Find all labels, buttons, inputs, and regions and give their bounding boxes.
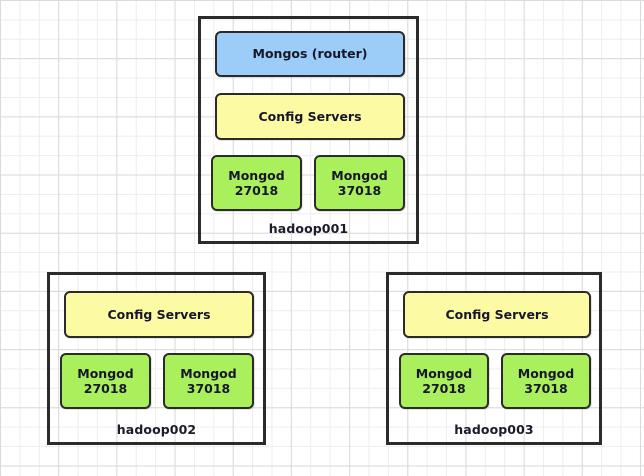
component-label: Mongod (517, 365, 575, 381)
host-container-hadoop003[interactable]: Config Servers Mongod 27018 Mongod 37018… (386, 272, 602, 445)
component-port: 37018 (186, 381, 231, 396)
component-port: 27018 (83, 381, 128, 396)
component-config-servers-hadoop001[interactable]: Config Servers (215, 93, 405, 140)
component-config-servers-hadoop002[interactable]: Config Servers (64, 291, 254, 338)
host-container-hadoop002[interactable]: Config Servers Mongod 27018 Mongod 37018… (47, 272, 266, 445)
component-label: Mongod (415, 365, 473, 381)
component-label: Mongod (331, 167, 388, 183)
component-port: 37018 (524, 381, 568, 396)
component-port: 27018 (422, 381, 466, 396)
component-mongod-37018-hadoop003[interactable]: Mongod 37018 (501, 353, 591, 409)
component-label: Mongod (180, 365, 237, 381)
component-label: Config Servers (258, 108, 362, 124)
host-container-hadoop001[interactable]: Mongos (router) Config Servers Mongod 27… (198, 16, 419, 244)
component-mongos-router-hadoop001[interactable]: Mongos (router) (215, 31, 405, 77)
component-label: Mongod (77, 365, 134, 381)
component-label: Config Servers (107, 306, 211, 322)
component-mongod-27018-hadoop002[interactable]: Mongod 27018 (60, 353, 151, 409)
component-mongod-37018-hadoop001[interactable]: Mongod 37018 (314, 155, 405, 211)
component-label: Config Servers (445, 306, 549, 322)
component-port: 27018 (234, 183, 279, 198)
host-label-hadoop001: hadoop001 (268, 221, 349, 236)
component-port: 37018 (337, 183, 382, 198)
component-config-servers-hadoop003[interactable]: Config Servers (403, 291, 591, 338)
component-label: Mongos (router) (252, 46, 368, 62)
component-mongod-27018-hadoop001[interactable]: Mongod 27018 (211, 155, 302, 211)
component-mongod-37018-hadoop002[interactable]: Mongod 37018 (163, 353, 254, 409)
host-label-hadoop002: hadoop002 (116, 422, 197, 437)
component-mongod-27018-hadoop003[interactable]: Mongod 27018 (399, 353, 489, 409)
component-label: Mongod (228, 167, 285, 183)
host-label-hadoop003: hadoop003 (454, 422, 534, 437)
